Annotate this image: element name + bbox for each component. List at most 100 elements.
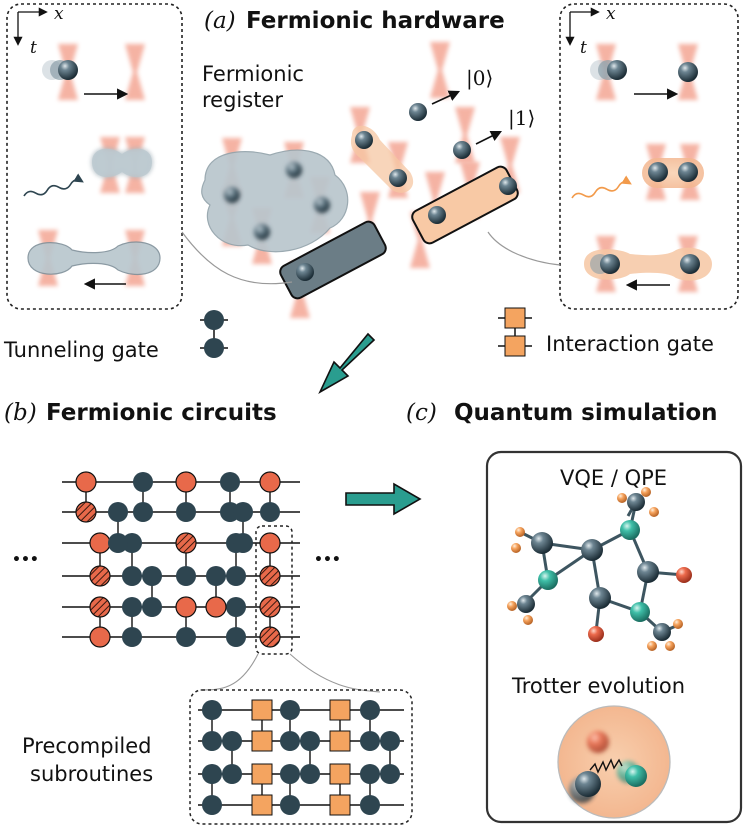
- panel-c-tag: (c): [406, 400, 437, 426]
- interaction-node: [259, 626, 281, 648]
- interaction-gate-label: Interaction gate: [546, 332, 714, 356]
- tunneling-node: [233, 533, 253, 553]
- atom: [254, 224, 270, 240]
- tunneling-node: [142, 597, 162, 617]
- atom: [600, 254, 620, 274]
- atom: [409, 103, 427, 121]
- interaction-gate-square: [251, 699, 273, 721]
- subroutines-label-line2: subroutines: [30, 762, 154, 786]
- tunneling-node: [360, 795, 380, 815]
- circuit-nodes: [75, 471, 281, 648]
- interaction-gate-square: [329, 730, 351, 752]
- tunneling-node: [222, 764, 242, 784]
- quantum-simulation-box: [485, 450, 743, 824]
- tunneling-node: [220, 472, 240, 492]
- atom: [355, 131, 373, 149]
- tunneling-node: [260, 502, 280, 522]
- axis-t-label-left: t: [30, 38, 37, 58]
- tunneling-node: [202, 795, 222, 815]
- tunneling-node: [280, 731, 300, 751]
- atom: [286, 162, 302, 178]
- subroutine-nodes: [202, 699, 400, 816]
- atom: [224, 187, 240, 203]
- tunneling-node: [380, 731, 400, 751]
- tunneling-gate-label: Tunneling gate: [4, 338, 159, 362]
- ellipsis-left: •••: [12, 552, 39, 568]
- atom: [680, 254, 700, 274]
- interaction-node: [89, 626, 111, 648]
- interaction-node: [259, 471, 281, 493]
- interaction-node: [89, 565, 111, 587]
- atom: [678, 62, 698, 82]
- tunneling-node: [280, 795, 300, 815]
- tunneling-node: [108, 533, 128, 553]
- atom: [499, 177, 517, 195]
- circuit-highlight-box: [255, 525, 293, 655]
- interaction-node: [89, 596, 111, 618]
- atom: [648, 162, 668, 182]
- panel-c-title: Quantum simulation: [454, 400, 718, 426]
- tunneling-node: [108, 502, 128, 522]
- register-label-line1: Fermionic: [202, 62, 304, 86]
- vqe-qpe-label: VQE / QPE: [560, 466, 668, 490]
- interaction-gate-square: [251, 730, 273, 752]
- atom: [607, 60, 627, 80]
- atom: [453, 141, 471, 159]
- interaction-node: [75, 471, 97, 493]
- tunneling-node: [300, 731, 320, 751]
- tunneling-node: [133, 502, 153, 522]
- panel-a: [6, 3, 739, 358]
- tunneling-node: [226, 597, 246, 617]
- tunneling-node: [202, 731, 222, 751]
- ellipsis-right: •••: [314, 552, 341, 568]
- tunneling-node: [206, 566, 226, 586]
- interaction-inset-frame: [559, 3, 739, 310]
- tunneling-node: [122, 597, 142, 617]
- tunneling-node: [300, 764, 320, 784]
- tunneling-inset-frame: [6, 3, 183, 310]
- atom: [314, 197, 330, 213]
- subroutines-label-line1: Precompiled: [22, 734, 152, 758]
- atom: [428, 206, 446, 224]
- interaction-node: [259, 596, 281, 618]
- molecule-illustration: [507, 487, 692, 651]
- panel-b-tag: (b): [4, 400, 37, 426]
- ket-zero-label: |0⟩: [466, 66, 494, 90]
- interaction-gate-square: [251, 763, 273, 785]
- tunneling-node: [233, 502, 253, 522]
- interaction-inset-content: [571, 44, 712, 292]
- tunneling-node: [226, 627, 246, 647]
- trotter-illustration: [557, 705, 671, 819]
- interaction-node: [175, 471, 197, 493]
- tunneling-node: [380, 764, 400, 784]
- ket-one-label: |1⟩: [508, 106, 536, 130]
- register-label-line2: register: [202, 88, 283, 112]
- interaction-gate-square: [329, 763, 351, 785]
- tunneling-node: [360, 700, 380, 720]
- axis-x-label-right: x: [606, 4, 616, 24]
- tunneling-node: [202, 764, 222, 784]
- interaction-node: [89, 532, 111, 554]
- tunneling-node: [133, 472, 153, 492]
- interaction-gate-square: [329, 794, 351, 816]
- interaction-gate-square: [251, 794, 273, 816]
- tunneling-node: [122, 533, 142, 553]
- subroutine-grid: [198, 709, 404, 806]
- tunneling-node: [202, 700, 222, 720]
- subroutine-box: [189, 689, 413, 825]
- tunneling-node: [360, 731, 380, 751]
- interaction-node: [175, 532, 197, 554]
- fermionic-register: [181, 42, 561, 318]
- axis-t-label-right: t: [580, 38, 587, 58]
- interaction-gate-square: [329, 699, 351, 721]
- tunneling-node: [226, 566, 246, 586]
- panel-a-tag: (a): [204, 8, 236, 34]
- tunneling-gate-legend-symbol: [200, 310, 228, 358]
- axis-arrows-right: [565, 7, 600, 46]
- atom: [296, 263, 314, 281]
- panel-a-title: Fermionic hardware: [246, 8, 505, 34]
- tunneling-node: [360, 764, 380, 784]
- tunneling-node: [142, 566, 162, 586]
- interaction-node: [175, 596, 197, 618]
- atom: [58, 60, 78, 80]
